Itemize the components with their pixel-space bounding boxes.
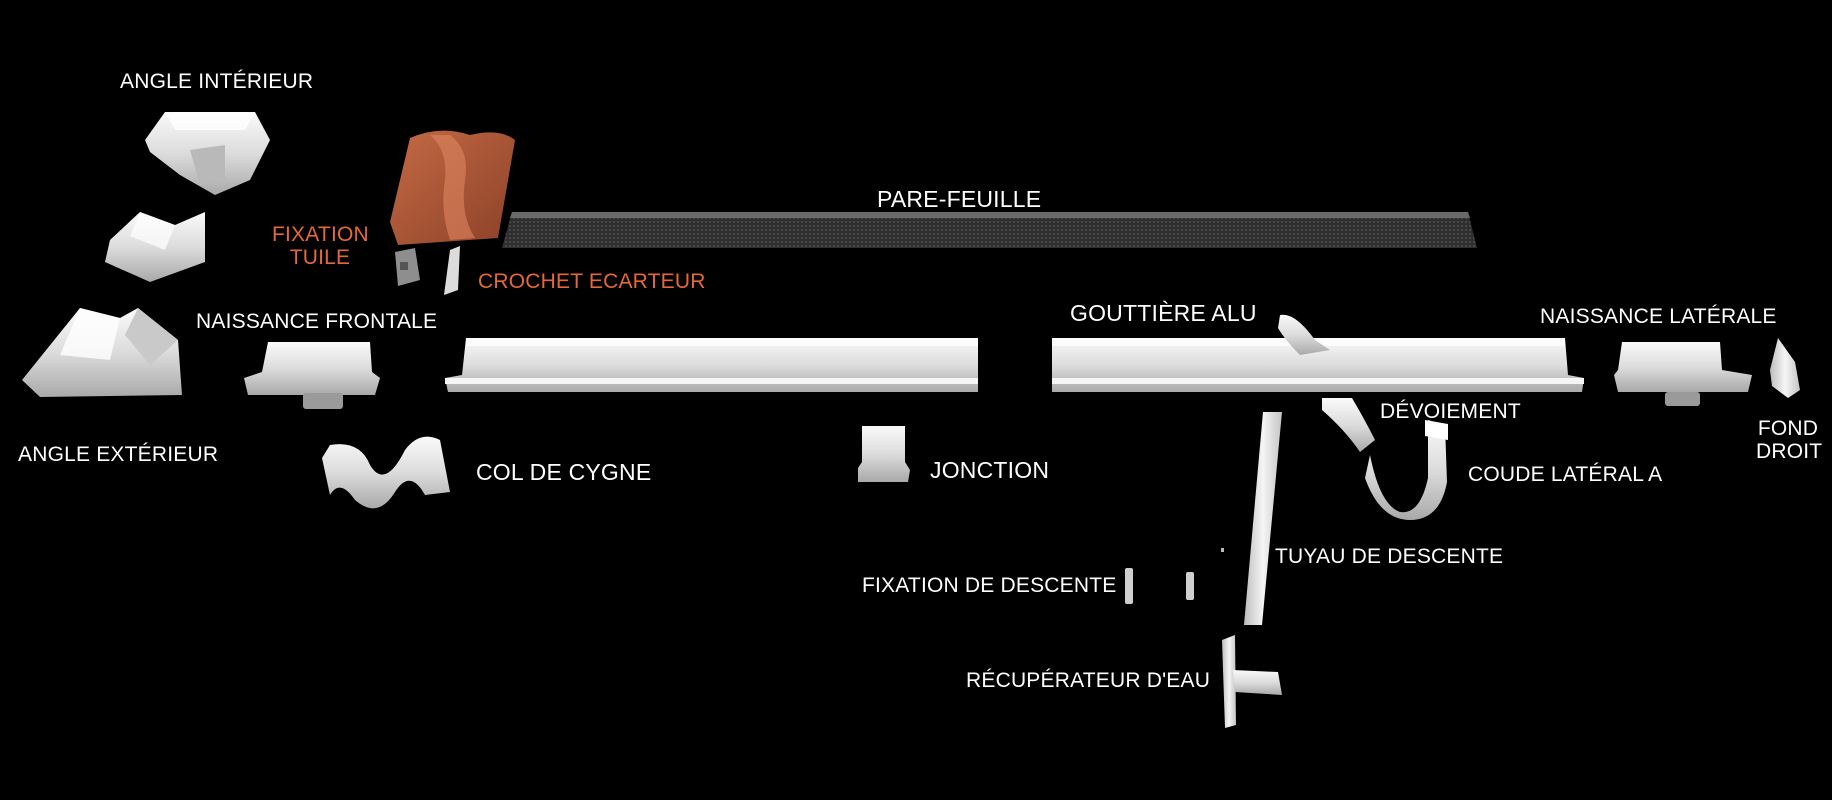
tuyau-descente-part bbox=[1244, 412, 1282, 625]
label-fixation-de-descente: FIXATION DE DESCENTE bbox=[862, 574, 1117, 597]
label-pare-feuille: PARE-FEUILLE bbox=[877, 186, 1042, 212]
label-coude-lateral: COUDE LATÉRAL A bbox=[1468, 463, 1663, 486]
angle-exterieur-part bbox=[22, 308, 182, 397]
naissance-laterale-part bbox=[1614, 342, 1752, 406]
gutter-right-part bbox=[1052, 338, 1584, 392]
roof-tile-part bbox=[390, 130, 515, 245]
label-tuyau-de-descente: TUYAU DE DESCENTE bbox=[1275, 545, 1504, 568]
label-angle-interieur: ANGLE INTÉRIEUR bbox=[120, 70, 314, 93]
fixation-descente-parts bbox=[1125, 548, 1224, 604]
fond-droit-part bbox=[1770, 338, 1800, 398]
angle-interieur-part bbox=[145, 112, 270, 195]
label-recuperateur-eau: RÉCUPÉRATEUR D'EAU bbox=[966, 669, 1211, 692]
angle-small-part bbox=[105, 212, 205, 282]
label-gouttiere-alu: GOUTTIÈRE ALU bbox=[1070, 300, 1257, 326]
label-fixation-tuile-line1: FIXATION bbox=[272, 223, 369, 246]
coude-lateral-part bbox=[1365, 420, 1448, 520]
label-crochet-ecarteur: CROCHET ECARTEUR bbox=[478, 270, 706, 293]
label-fixation-tuile: FIXATION TUILE bbox=[272, 223, 369, 270]
label-naissance-laterale: NAISSANCE LATÉRALE bbox=[1540, 305, 1777, 328]
tile-hook-part bbox=[395, 248, 420, 286]
label-naissance-frontale: NAISSANCE FRONTALE bbox=[196, 310, 438, 333]
leaf-guard-part bbox=[502, 212, 1477, 248]
label-jonction: JONCTION bbox=[930, 457, 1050, 483]
gutter-left-part bbox=[445, 338, 978, 392]
label-fixation-tuile-line2: TUILE bbox=[289, 246, 351, 270]
jonction-part bbox=[858, 426, 910, 482]
col-de-cygne-part bbox=[322, 436, 450, 509]
label-angle-exterieur: ANGLE EXTÉRIEUR bbox=[18, 443, 219, 466]
spacer-hook-part bbox=[444, 246, 460, 295]
naissance-frontale-part bbox=[244, 342, 380, 409]
label-fond-droit-line2: DROIT bbox=[1756, 440, 1823, 464]
label-col-de-cygne: COL DE CYGNE bbox=[476, 459, 652, 485]
label-fond-droit: FOND DROIT bbox=[1756, 417, 1823, 464]
label-fond-droit-line1: FOND bbox=[1757, 417, 1819, 440]
devoiement-part bbox=[1278, 314, 1375, 452]
label-devoiement: DÉVOIEMENT bbox=[1380, 400, 1521, 423]
recuperateur-part bbox=[1222, 635, 1282, 728]
